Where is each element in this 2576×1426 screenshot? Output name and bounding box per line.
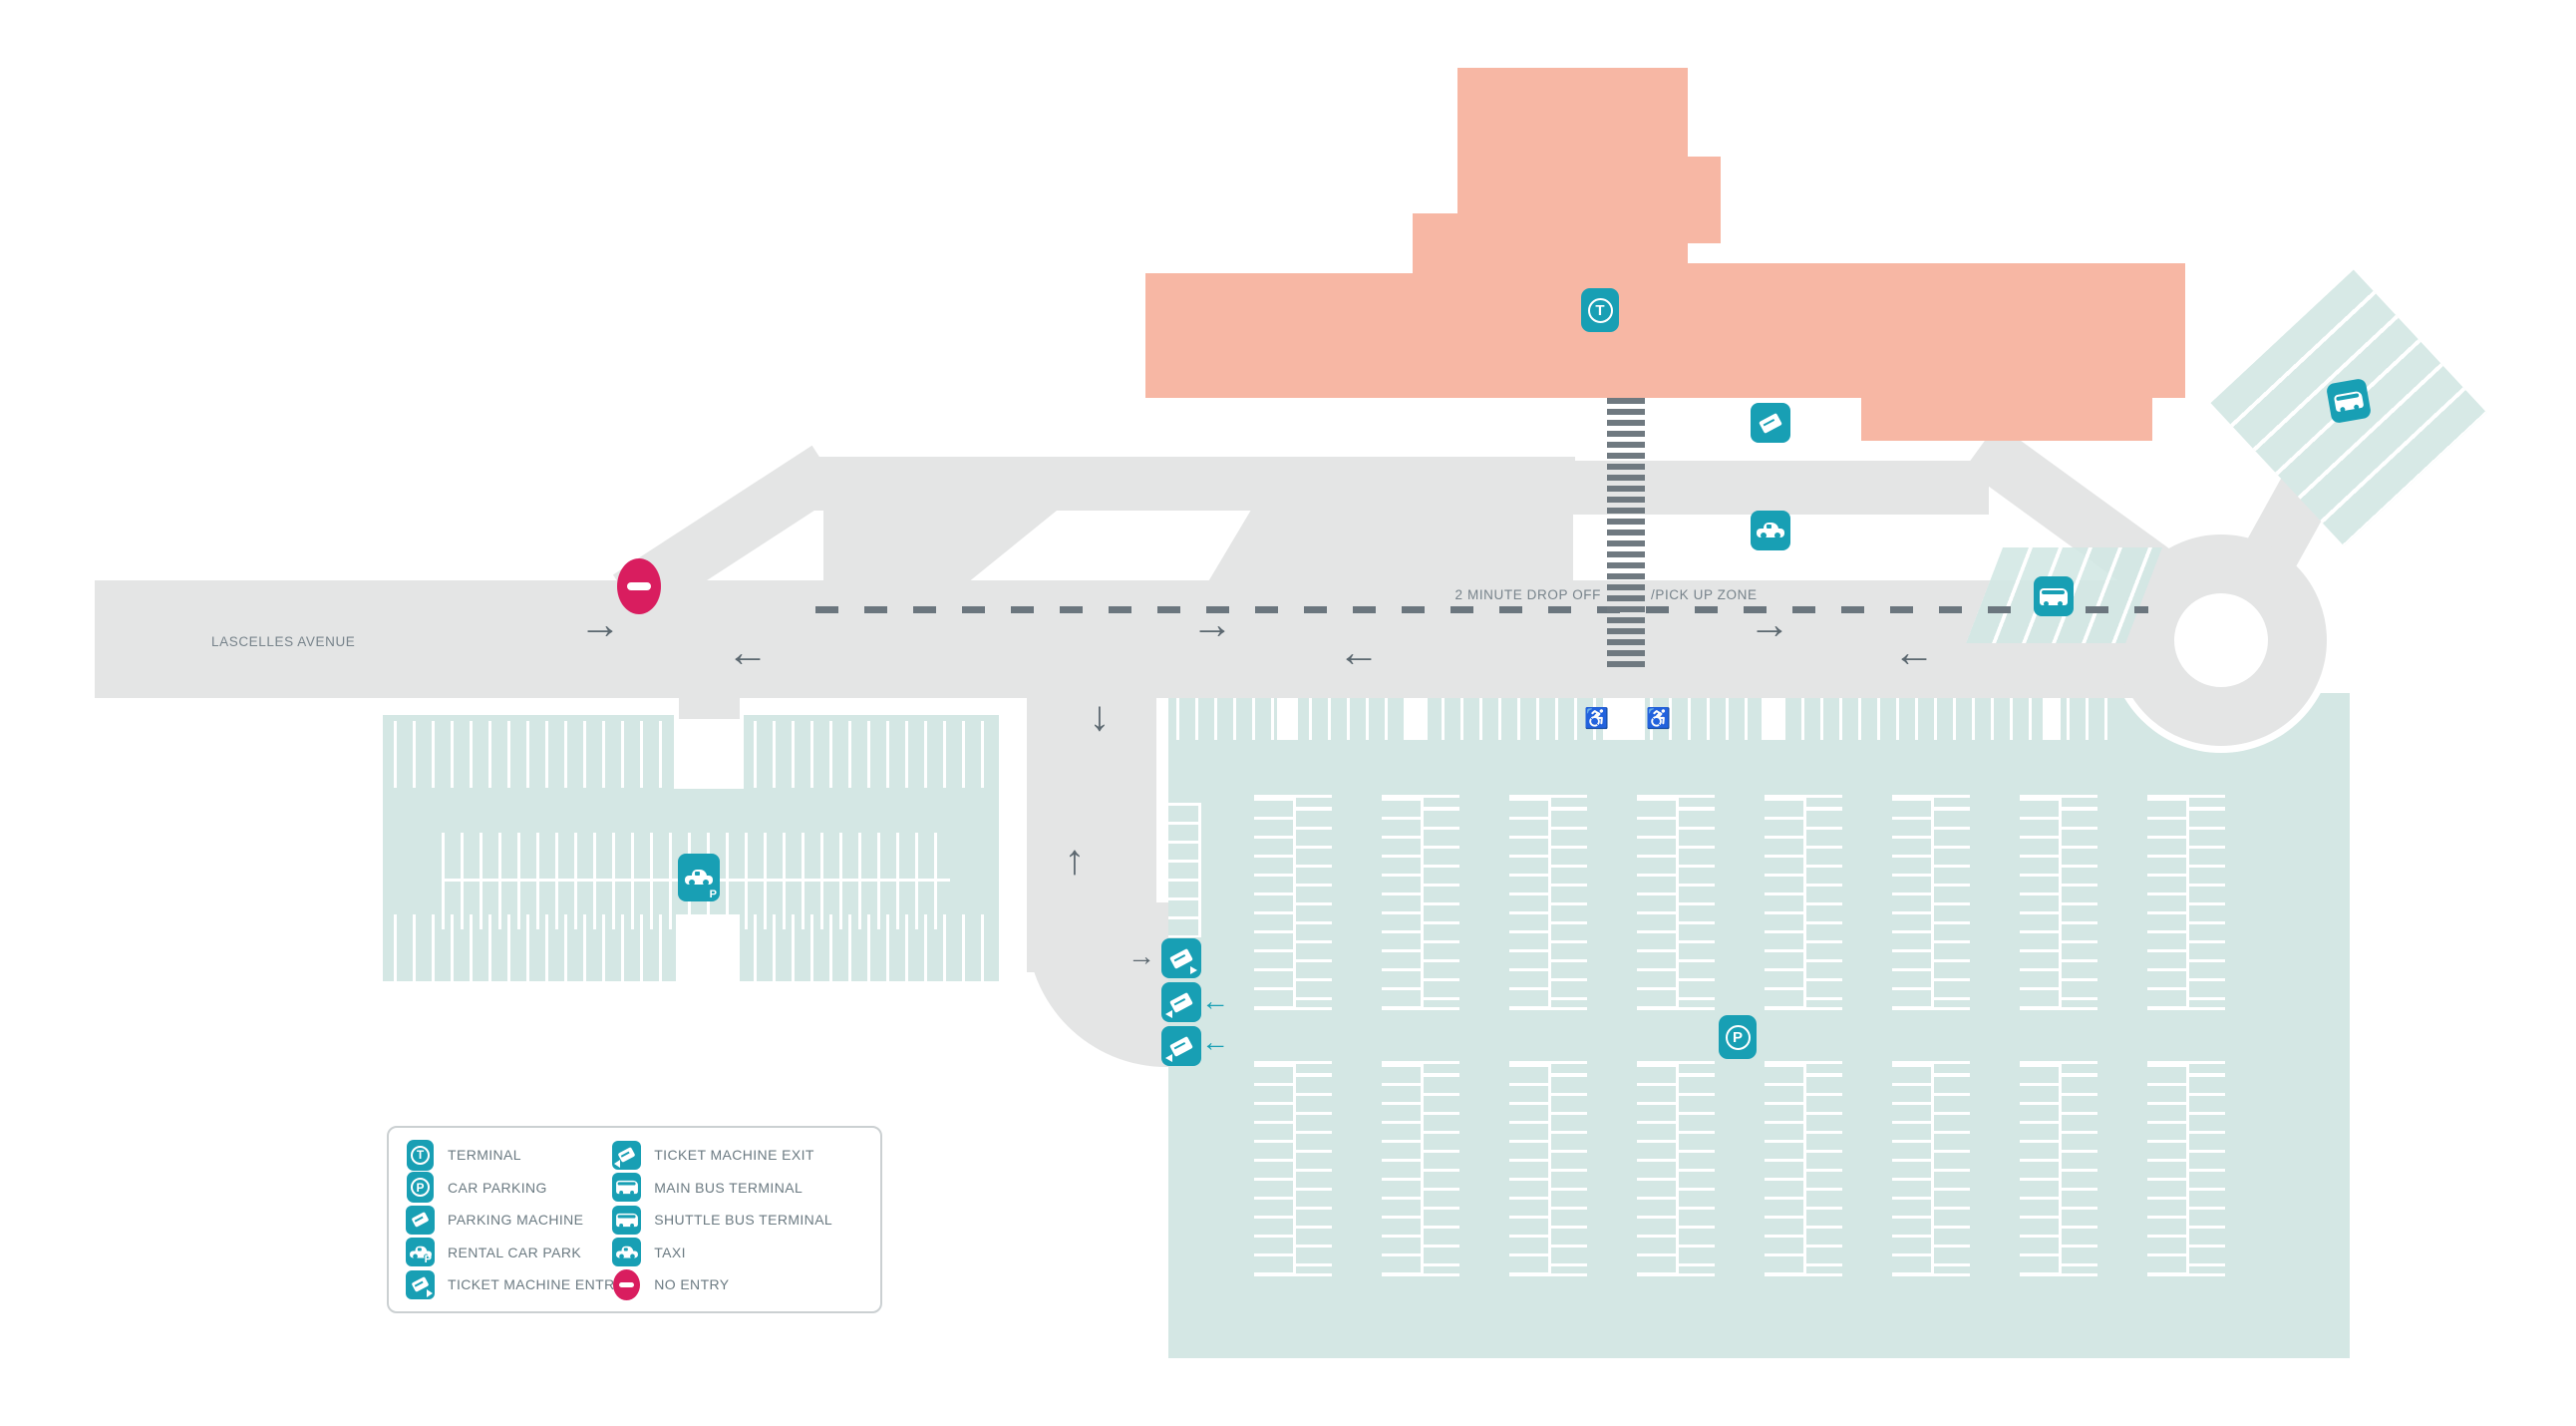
main-bus-terminal-icon (2325, 377, 2373, 425)
legend-item-ticket-machine-exit: TICKET MACHINE EXIT (611, 1140, 874, 1170)
no-entry-icon (617, 558, 661, 614)
exit-arrow: ← (1201, 1026, 1229, 1057)
center-dashed-line (815, 606, 2148, 613)
car-parking-icon: P (1719, 1015, 1757, 1059)
legend: T TERMINAL P CAR PARKING PARKING MACHINE… (387, 1126, 882, 1313)
shuttle-bus-terminal-icon (2034, 576, 2074, 616)
westbound-arrow: ← (1338, 628, 1380, 675)
legend-label: TICKET MACHINE EXIT (654, 1147, 814, 1163)
left-edge-spots (1168, 803, 1201, 937)
ticket-machine-exit-icon (1161, 982, 1201, 1022)
ticket-machine-entry-icon (1161, 938, 1201, 978)
road-lascelles-avenue (95, 580, 2161, 698)
westbound-arrow: ← (727, 628, 769, 675)
driveway-gap (1277, 693, 1298, 740)
legend-label: NO ENTRY (654, 1276, 730, 1292)
road-merge-fill (823, 511, 1057, 582)
taxi-icon (612, 1238, 642, 1266)
parking-rows (1765, 795, 1842, 1010)
road-terminal-frontage (1207, 504, 1573, 583)
entry-arrow: → (1127, 940, 1155, 971)
legend-item-parking-machine: PARKING MACHINE (405, 1205, 611, 1235)
legend-label: RENTAL CAR PARK (448, 1244, 582, 1260)
no-entry-icon (613, 1268, 641, 1300)
rental-car-park-icon: P (406, 1238, 435, 1266)
dropoff-zone-label-left: 2 MINUTE DROP OFF (1454, 587, 1601, 602)
legend-item-taxi: TAXI (611, 1238, 874, 1267)
terminal-building-east-wing (1688, 263, 2185, 398)
crosswalk (1607, 398, 1645, 670)
main-bus-terminal-icon (612, 1173, 642, 1202)
parking-rows (2147, 1061, 2225, 1276)
eastbound-arrow: → (579, 600, 621, 647)
terminal-building-south-annex (1861, 398, 2152, 441)
terminal-letter: T (1587, 297, 1613, 323)
accessible-parking-icon: ♿ (1584, 708, 1609, 730)
parking-rows (1382, 795, 1459, 1010)
parking-letter: P (1725, 1024, 1751, 1050)
northbound-arrow: ↑ (1064, 836, 1086, 883)
road-loop-upper-west (798, 457, 1575, 511)
legend-item-no-entry: NO ENTRY (611, 1268, 874, 1300)
parking-rows (1765, 1061, 1842, 1276)
ticket-machine-exit-icon (612, 1140, 642, 1170)
legend-item-shuttle-bus-terminal: SHUTTLE BUS TERMINAL (611, 1205, 874, 1235)
street-label: LASCELLES AVENUE (211, 634, 356, 649)
parking-rows (1892, 795, 1970, 1010)
accessible-parking-icon: ♿ (1646, 708, 1671, 730)
crosswalk-landing-gap (1603, 693, 1645, 740)
parking-rows (1637, 795, 1715, 1010)
parking-rows (1382, 1061, 1459, 1276)
legend-item-terminal: T TERMINAL (405, 1139, 611, 1171)
ticket-machine-entry-icon (406, 1269, 435, 1299)
legend-label: TERMINAL (448, 1147, 521, 1163)
legend-label: SHUTTLE BUS TERMINAL (654, 1212, 833, 1228)
terminal-building-tower (1457, 68, 1688, 398)
road-carpark-access-curve (1027, 902, 1168, 1067)
legend-item-main-bus-terminal: MAIN BUS TERMINAL (611, 1173, 874, 1203)
eastbound-arrow: → (1749, 600, 1790, 647)
terminal-building-west-wing (1145, 273, 1457, 398)
legend-item-ticket-machine-entry: TICKET MACHINE ENTRY (405, 1269, 624, 1299)
parking-machine-icon (1751, 403, 1790, 443)
parking-rows (1637, 1061, 1715, 1276)
exit-arrow: ← (1201, 985, 1229, 1016)
southbound-arrow: ↓ (1089, 692, 1111, 739)
legend-label: TICKET MACHINE ENTRY (448, 1276, 625, 1292)
parking-rows (1254, 1061, 1332, 1276)
legend-item-car-parking: P CAR PARKING (405, 1172, 611, 1203)
westbound-arrow: ← (1893, 628, 1935, 675)
parking-rows (1254, 795, 1332, 1010)
car-parking-icon: P (407, 1172, 434, 1203)
terminal-building-step-right (1688, 157, 1721, 243)
parking-machine-icon (406, 1205, 435, 1235)
legend-label: CAR PARKING (448, 1179, 547, 1196)
legend-label: TAXI (654, 1244, 686, 1260)
parking-rows (1509, 1061, 1587, 1276)
parking-rows (1892, 1061, 1970, 1276)
terminal-icon: T (1581, 288, 1619, 332)
parking-rows (2147, 795, 2225, 1010)
eastbound-arrow: → (1191, 600, 1233, 647)
legend-item-rental-car-park: P RENTAL CAR PARK (405, 1238, 611, 1267)
driveway-gap (1762, 693, 1782, 740)
parking-rows (1509, 795, 1587, 1010)
legend-label: MAIN BUS TERMINAL (654, 1179, 804, 1196)
legend-label: PARKING MACHINE (448, 1212, 584, 1228)
parking-rows (2020, 1061, 2097, 1276)
taxi-icon (1751, 511, 1790, 550)
shuttle-bus-terminal-icon (612, 1205, 642, 1235)
rental-car-park-bottom-gap (676, 914, 740, 981)
terminal-icon: T (407, 1139, 434, 1171)
driveway-gap (1407, 693, 1428, 740)
rental-car-park-entry-gap (674, 715, 744, 789)
rental-car-park-icon: P (678, 854, 720, 901)
rental-parking-letter: P (709, 889, 717, 900)
driveway-gap (2043, 693, 2061, 740)
main-car-park-top-spots (1176, 693, 2121, 740)
dropoff-zone-label-right: /PICK UP ZONE (1651, 587, 1758, 602)
parking-rows (2020, 795, 2097, 1010)
road-rental-entry-stub (679, 693, 740, 719)
ticket-machine-exit-icon (1161, 1026, 1201, 1066)
